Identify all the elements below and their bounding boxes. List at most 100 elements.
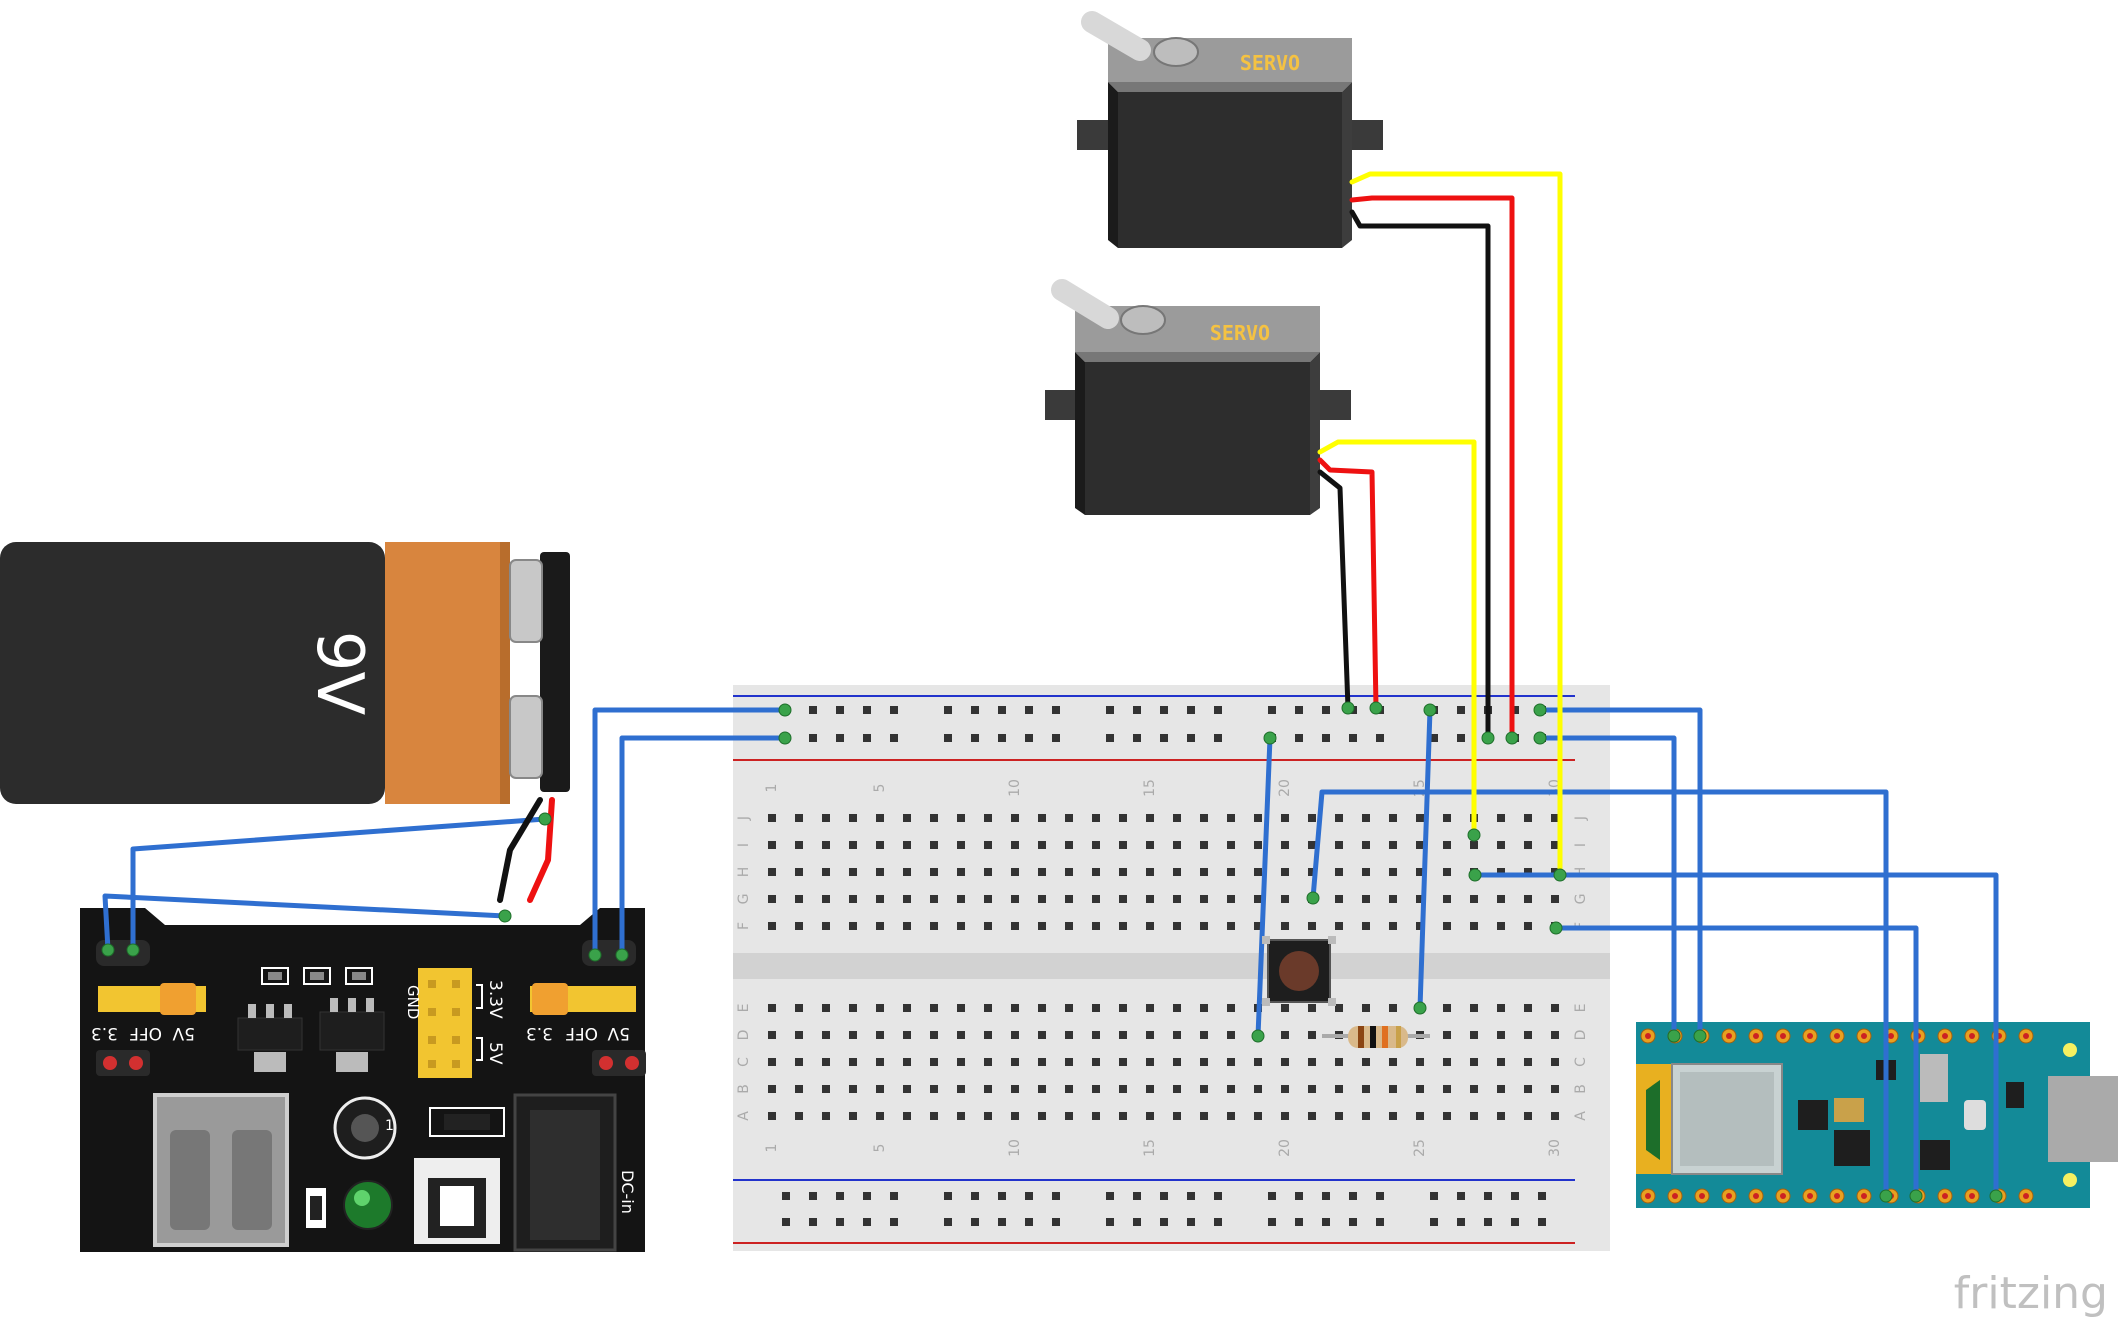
breadboard-hole bbox=[1200, 1004, 1208, 1012]
breadboard-hole bbox=[903, 1004, 911, 1012]
breadboard-hole bbox=[957, 841, 965, 849]
wire-end-dot bbox=[588, 948, 602, 962]
board-pin-hole bbox=[1888, 1033, 1894, 1039]
breadboard-hole bbox=[1227, 841, 1235, 849]
row-letter: I bbox=[1573, 843, 1589, 847]
wire-endpoints bbox=[101, 701, 2003, 1203]
breadboard-hole bbox=[1308, 922, 1316, 930]
pm-right-33-label: 3.3 bbox=[526, 1023, 553, 1043]
column-number-bot: 25 bbox=[1412, 1139, 1428, 1157]
wire-end-dot bbox=[1879, 1189, 1893, 1203]
board-reset-button[interactable] bbox=[1964, 1100, 1986, 1130]
breadboard-hole bbox=[1227, 1031, 1235, 1039]
breadboard-hole bbox=[768, 868, 776, 876]
push-button[interactable] bbox=[1262, 936, 1336, 1006]
rail-hole bbox=[1214, 1218, 1222, 1226]
rail-hole bbox=[836, 1192, 844, 1200]
breadboard-hole bbox=[1146, 1004, 1154, 1012]
board-pin-hole bbox=[1861, 1193, 1867, 1199]
breadboard-hole bbox=[1443, 895, 1451, 903]
board-pin-hole bbox=[1780, 1193, 1786, 1199]
breadboard-hole bbox=[903, 814, 911, 822]
breadboard-hole bbox=[1254, 922, 1262, 930]
breadboard-hole bbox=[1146, 1031, 1154, 1039]
push-button-cap[interactable] bbox=[1279, 951, 1319, 991]
wire-end-dot bbox=[1481, 731, 1495, 745]
pm-left-off-label: OFF bbox=[129, 1023, 162, 1043]
breadboard-hole bbox=[849, 814, 857, 822]
breadboard-hole bbox=[795, 1058, 803, 1066]
rail-hole bbox=[863, 1192, 871, 1200]
breadboard-hole bbox=[1092, 895, 1100, 903]
breadboard-hole bbox=[795, 868, 803, 876]
board-pin-hole bbox=[1780, 1033, 1786, 1039]
breadboard-hole bbox=[768, 841, 776, 849]
breadboard-hole bbox=[1335, 1058, 1343, 1066]
rail-hole bbox=[1376, 734, 1384, 742]
rail-hole bbox=[1187, 734, 1195, 742]
breadboard-hole bbox=[957, 1004, 965, 1012]
breadboard-hole bbox=[1065, 868, 1073, 876]
rail-hole bbox=[1187, 1218, 1195, 1226]
breadboard-hole bbox=[1281, 1085, 1289, 1093]
column-number-bot: 30 bbox=[1547, 1139, 1563, 1157]
pm-power-led bbox=[343, 1180, 393, 1230]
rail-hole bbox=[1322, 734, 1330, 742]
breadboard-hole bbox=[1362, 841, 1370, 849]
board-pin-hole bbox=[1969, 1193, 1975, 1199]
breadboard-hole bbox=[1254, 1085, 1262, 1093]
breadboard-hole bbox=[1065, 1058, 1073, 1066]
rail-hole bbox=[1106, 1192, 1114, 1200]
breadboard-hole bbox=[1146, 1058, 1154, 1066]
rail-hole bbox=[1106, 734, 1114, 742]
breadboard-hole bbox=[1362, 1112, 1370, 1120]
breadboard-hole bbox=[1254, 868, 1262, 876]
breadboard-hole bbox=[1524, 868, 1532, 876]
breadboard-hole bbox=[1227, 1085, 1235, 1093]
breadboard-hole bbox=[1524, 895, 1532, 903]
breadboard-hole bbox=[1227, 868, 1235, 876]
breadboard-hole bbox=[1497, 1004, 1505, 1012]
wire-end-dot bbox=[1263, 731, 1277, 745]
breadboard-hole bbox=[1092, 1085, 1100, 1093]
wire-button-to-rail bbox=[1255, 735, 1273, 1039]
breadboard-hole bbox=[957, 922, 965, 930]
breadboard-hole bbox=[822, 895, 830, 903]
breadboard-hole bbox=[849, 868, 857, 876]
breadboard-hole bbox=[1443, 922, 1451, 930]
breadboard-hole bbox=[1470, 1058, 1478, 1066]
breadboard-hole bbox=[1254, 1112, 1262, 1120]
board-pin-hole bbox=[2023, 1033, 2029, 1039]
breadboard-hole bbox=[1524, 1031, 1532, 1039]
breadboard-hole bbox=[1011, 868, 1019, 876]
wires bbox=[101, 171, 2003, 1203]
row-letter: B bbox=[1573, 1084, 1589, 1094]
breadboard-hole bbox=[1470, 895, 1478, 903]
breadboard-hole bbox=[1038, 868, 1046, 876]
rail-hole bbox=[1457, 1192, 1465, 1200]
breadboard-hole bbox=[1308, 1085, 1316, 1093]
breadboard-hole bbox=[1524, 1085, 1532, 1093]
wire-end-dot bbox=[1467, 828, 1481, 842]
breadboard-hole bbox=[1146, 895, 1154, 903]
wire-servo1-yellow bbox=[1349, 171, 1563, 878]
breadboard-hole bbox=[1065, 841, 1073, 849]
breadboard-hole bbox=[930, 895, 938, 903]
breadboard-hole bbox=[1200, 895, 1208, 903]
board-pin-hole bbox=[1753, 1033, 1759, 1039]
breadboard-hole bbox=[822, 1004, 830, 1012]
rail-hole bbox=[1187, 1192, 1195, 1200]
breadboard-hole bbox=[984, 814, 992, 822]
breadboard-hole bbox=[822, 814, 830, 822]
breadboard-hole bbox=[1362, 922, 1370, 930]
breadboard-hole bbox=[1362, 814, 1370, 822]
breadboard-hole bbox=[1335, 868, 1343, 876]
row-letter: J bbox=[1573, 816, 1589, 821]
breadboard-hole bbox=[930, 1004, 938, 1012]
breadboard-hole bbox=[1551, 1031, 1559, 1039]
breadboard-hole bbox=[1551, 1112, 1559, 1120]
breadboard-hole bbox=[1443, 1004, 1451, 1012]
column-number-bot: 1 bbox=[764, 1144, 780, 1153]
row-letter: B bbox=[736, 1084, 752, 1094]
